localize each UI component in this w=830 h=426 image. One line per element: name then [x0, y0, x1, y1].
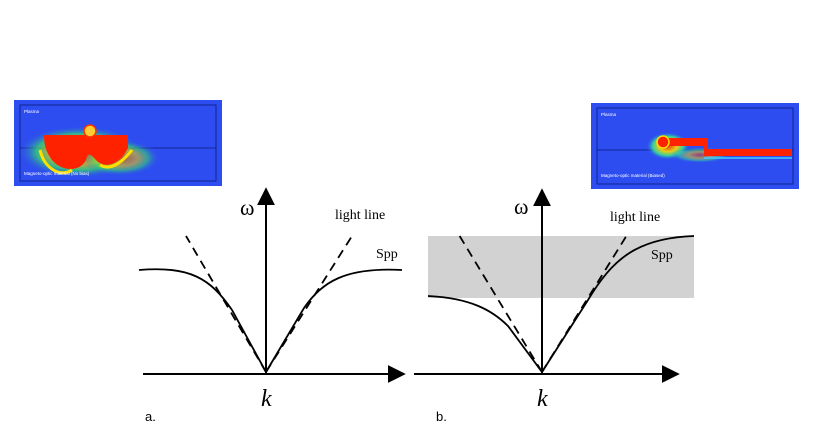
panel-b-dispersion-diagram: ω light line Spp k b.	[414, 188, 695, 424]
panel-b-band	[428, 236, 694, 298]
panel-b-k-label: k	[537, 386, 548, 412]
inset-a-field-map: Plasma Magneto-optic material (No bias)	[14, 100, 222, 186]
panel-b-light-line-label: light line	[610, 210, 660, 225]
panel-a-light-line-right	[265, 235, 353, 373]
inset-b-label-top: Plasma	[601, 112, 617, 117]
panel-b-spp-curve	[427, 235, 695, 374]
panel-b-light-line-right	[541, 234, 628, 373]
panel-a-omega-label: ω	[240, 195, 254, 220]
panel-b-omega-label: ω	[514, 194, 528, 219]
panel-a-dispersion-diagram: ω light line Spp k a.	[138, 187, 406, 424]
inset-b-field-map: Plasma Magneto-optic material (Biased)	[591, 103, 799, 189]
panel-a-light-line-left	[185, 235, 267, 373]
panel-b-caption: b.	[436, 409, 447, 424]
panel-b-light-line-left	[458, 234, 543, 373]
inset-a-label-top: Plasma	[24, 109, 40, 114]
inset-b-label-bottom: Magneto-optic material (Biased)	[601, 173, 665, 178]
panel-a-k-label: k	[261, 386, 272, 412]
panel-a-spp-label: Spp	[376, 247, 398, 262]
panel-a-caption: a.	[145, 409, 156, 424]
inset-a-label-bottom: Magneto-optic material (No bias)	[24, 171, 90, 176]
panel-b-spp-label: Spp	[651, 248, 673, 263]
panel-a-light-line-label: light line	[335, 208, 385, 223]
panel-a-spp-curve	[138, 268, 403, 374]
